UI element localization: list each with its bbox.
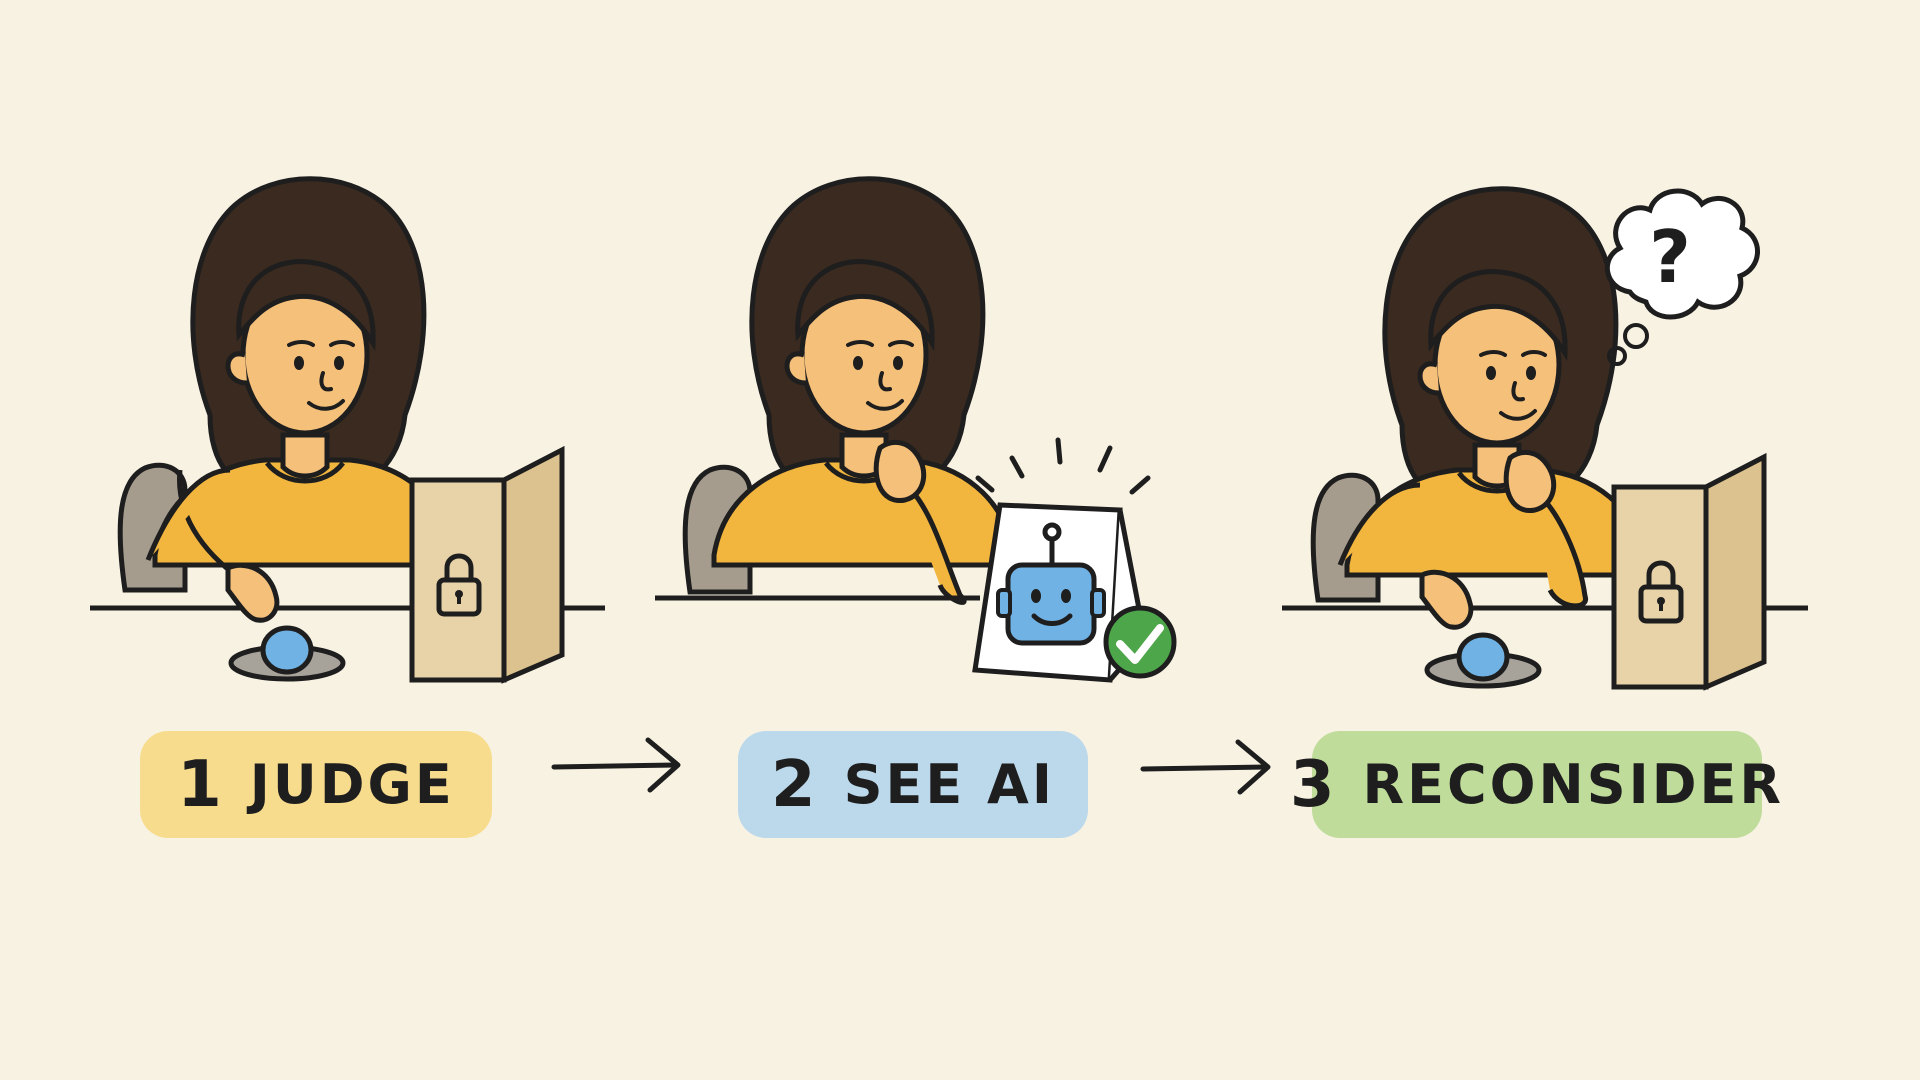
step-judge: 1 JUDGE <box>140 731 492 838</box>
panel-see-ai <box>655 179 1177 683</box>
step-label: JUDGE <box>249 752 455 816</box>
step-label: RECONSIDER <box>1362 752 1785 816</box>
robot-icon <box>996 522 1106 646</box>
step-label: SEE AI <box>843 752 1055 816</box>
arrow-1-to-2 <box>551 737 681 793</box>
step-number: 3 <box>1290 747 1335 822</box>
ai-card <box>972 437 1177 683</box>
thought-bubble: ? <box>1604 188 1760 366</box>
panel-judge <box>90 179 605 680</box>
arrow-2-to-3 <box>1140 739 1271 795</box>
step-reconsider: 3 RECONSIDER <box>1290 731 1781 838</box>
step-see-ai: 2 SEE AI <box>738 731 1088 838</box>
step-number: 2 <box>771 747 816 822</box>
question-icon: ? <box>1649 215 1691 299</box>
check-icon <box>1103 605 1177 679</box>
step-number: 1 <box>177 747 222 822</box>
panel-reconsider: ? <box>1282 189 1808 687</box>
